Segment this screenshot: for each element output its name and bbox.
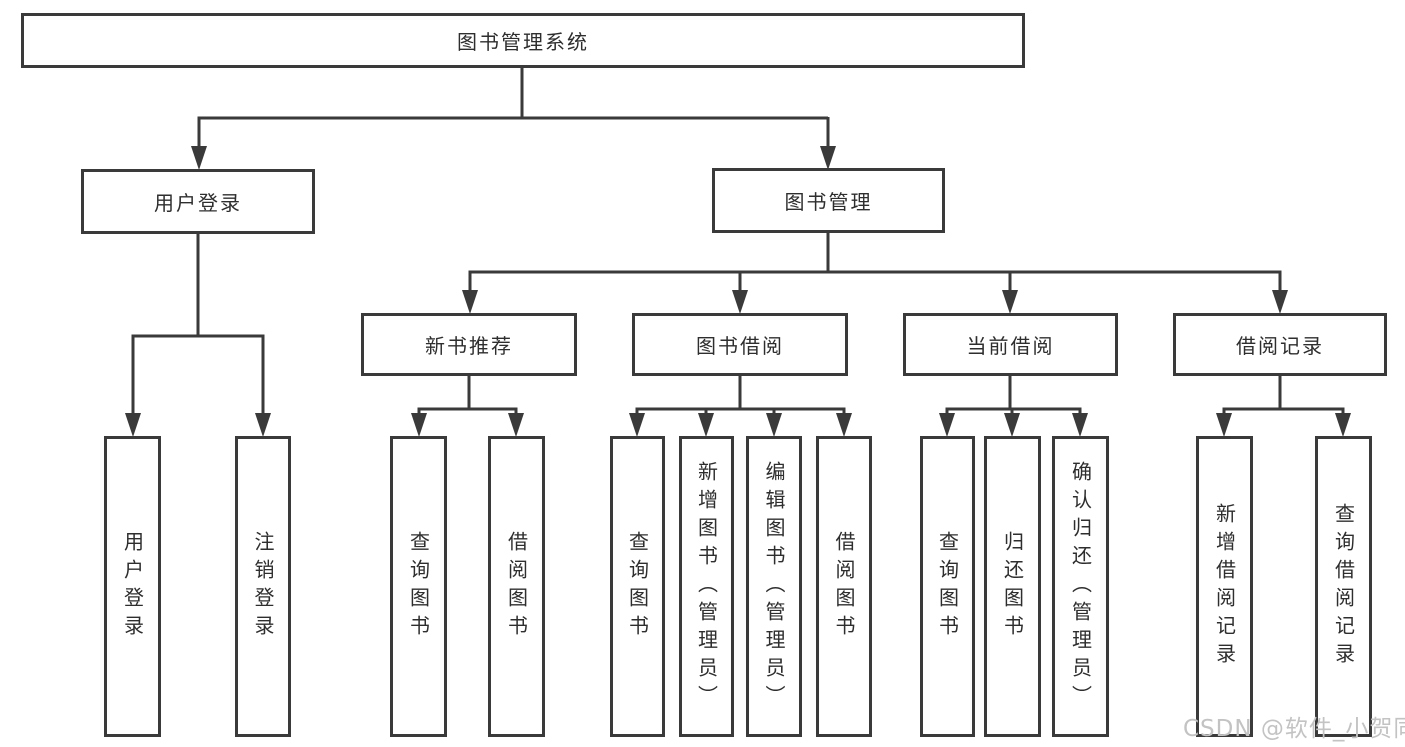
node-label: 当前借阅: [966, 334, 1055, 358]
leaf-borrow-books: 借阅图书: [816, 436, 872, 737]
leaf-query-books-borrow: 查询图书: [610, 436, 665, 737]
leaf-add-borrow-record: 新增借阅记录: [1196, 436, 1253, 737]
node-label: 确认归还（管理员）: [1068, 460, 1093, 713]
node-label: 新书推荐: [425, 334, 513, 358]
node-label: 借阅记录: [1236, 334, 1324, 358]
node-label: 图书管理系统: [457, 30, 589, 54]
leaf-query-books-recommend: 查询图书: [390, 436, 447, 737]
node-label: 用户登录: [154, 191, 242, 215]
node-label: 新增借阅记录: [1212, 502, 1237, 671]
leaf-user-login: 用户登录: [104, 436, 161, 737]
node-label: 查询图书: [625, 530, 650, 643]
node-label: 图书管理: [784, 190, 873, 214]
edge-book-management-children: [462, 233, 1288, 314]
node-root-system: 图书管理系统: [21, 13, 1025, 68]
node-label: 查询借阅记录: [1331, 502, 1356, 671]
edge-new-book-recommend-children: [411, 376, 524, 437]
csdn-watermark: CSDN @软件_小贺同学: [1183, 716, 1405, 742]
node-label: 借阅图书: [832, 530, 856, 643]
edge-borrow-records-children: [1216, 376, 1351, 437]
node-book-management: 图书管理: [712, 168, 945, 233]
leaf-query-borrow-record: 查询借阅记录: [1315, 436, 1372, 737]
node-label: 编辑图书（管理员）: [762, 460, 786, 713]
node-current-borrow: 当前借阅: [903, 313, 1118, 376]
leaf-return-books: 归还图书: [984, 436, 1041, 737]
edge-user-login-children: [125, 234, 271, 437]
node-label: 图书借阅: [696, 334, 784, 358]
leaf-confirm-return-admin: 确认归还（管理员）: [1052, 436, 1109, 737]
node-label: 新增图书（管理员）: [694, 460, 719, 713]
leaf-edit-books-admin: 编辑图书（管理员）: [746, 436, 802, 737]
node-label: 借阅图书: [504, 530, 529, 643]
edge-current-borrow-children: [939, 376, 1088, 437]
node-book-borrow: 图书借阅: [632, 313, 848, 376]
node-label: 注销登录: [251, 530, 275, 643]
node-label: 查询图书: [406, 530, 431, 643]
node-label: 用户登录: [120, 530, 145, 643]
edge-root-to-level2: [191, 68, 836, 170]
leaf-add-books-admin: 新增图书（管理员）: [679, 436, 734, 737]
node-label: 归还图书: [1000, 530, 1025, 643]
node-user-login: 用户登录: [81, 169, 315, 234]
edge-book-borrow-children: [629, 376, 852, 437]
node-label: 查询图书: [935, 530, 960, 643]
node-new-book-recommend: 新书推荐: [361, 313, 577, 376]
leaf-logout: 注销登录: [235, 436, 291, 737]
leaf-query-books-current: 查询图书: [920, 436, 975, 737]
leaf-borrow-books-recommend: 借阅图书: [488, 436, 545, 737]
node-borrow-records: 借阅记录: [1173, 313, 1387, 376]
